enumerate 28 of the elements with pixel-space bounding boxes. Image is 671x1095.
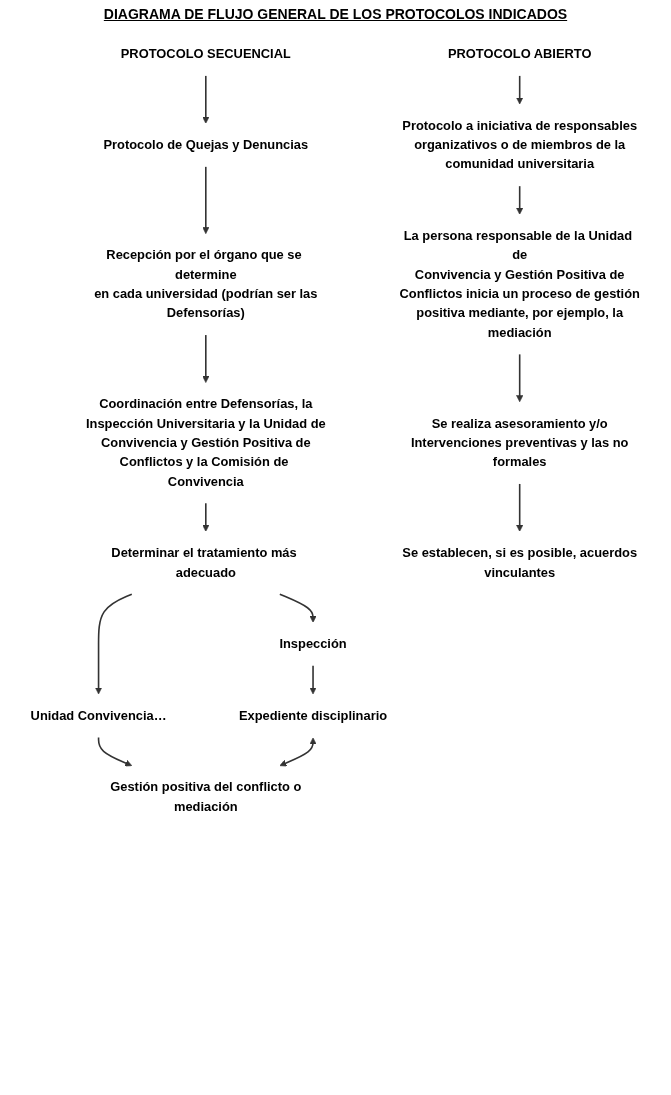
arrow [279,593,317,623]
node-text: Protocolo a iniciativa de responsables organizativos o de miembros de la comunidad universitaria [402,118,638,171]
arrow [202,75,210,124]
node-text: Se realiza asesoramiento y/o Intervenciones preventivas y las no formales [410,416,629,469]
arrow [516,483,524,532]
node-text: PROTOCOLO ABIERTO [447,46,592,61]
diagram-title: DIAGRAMA DE FLUJO GENERAL DE LOS PROTOCOLOS INDICADOS [103,6,568,22]
arrow [309,665,317,695]
node-text: Expediente disciplinario [238,708,388,723]
node-text: Gestión positiva del conflicto o mediación [110,780,302,814]
node-text: PROTOCOLO SECUENCIAL [120,46,291,61]
node-text: Determinar el tratamiento más adecuado [111,545,297,579]
arrow [97,736,133,767]
arrow [202,334,210,383]
node-text: Se establecen, si es posible, acuerdos vinculantes [402,545,638,579]
arrow [516,185,524,215]
arrow [516,353,524,403]
node-text: Inspección [279,636,347,651]
arrow [95,593,133,695]
node-text: Unidad Convivencia… [30,708,167,723]
arrow [202,502,210,532]
arrow [516,75,524,105]
node-text: Coordinación entre Defensorías, la Inspección Universitaria y la Unidad de Convivencia y Gestión Positiva de Conflictos y la Comisión de Convivencia [85,397,326,488]
node-text: Protocolo de Quejas y Denuncias [103,137,309,152]
node-text: La persona responsable de la Unidad de Convivencia y Gestión Positiva de Conflictos inicia un proceso de gestión positiva mediante, por ejemplo, la mediación [399,228,640,340]
arrow [202,166,210,234]
node-text: Recepción por el órgano que se determine en cada universidad (podrían ser las Defensorías) [94,248,318,320]
arrow [279,737,317,767]
